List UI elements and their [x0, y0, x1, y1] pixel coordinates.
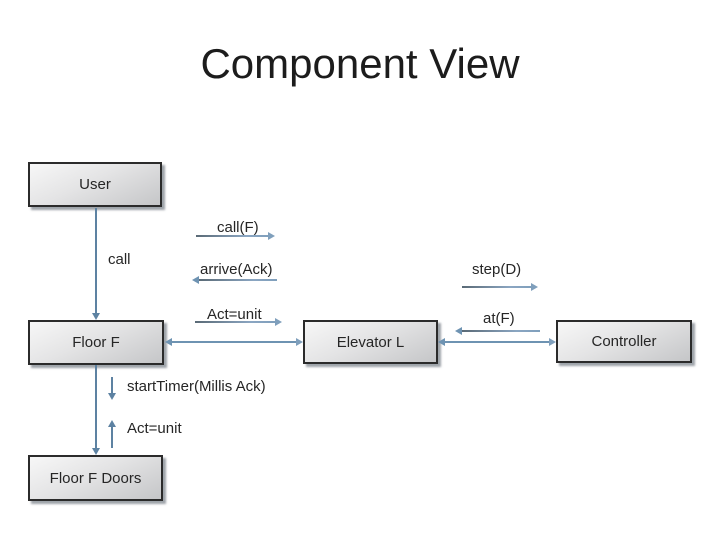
arrowhead-right-icon — [268, 232, 275, 240]
arrow-act-unit-lower-line — [111, 426, 113, 448]
connector-elevator-controller-line — [445, 341, 549, 343]
node-controller-label: Controller — [591, 333, 657, 350]
message-call: call — [108, 251, 131, 268]
arrowhead-right-icon — [531, 283, 538, 291]
arrowhead-left-icon — [438, 338, 445, 346]
message-act-unit-lower: Act=unit — [127, 420, 182, 437]
arrowhead-down-icon — [108, 393, 116, 400]
message-step-d: step(D) — [472, 261, 522, 278]
node-user-label: User — [79, 176, 111, 193]
arrowhead-up-icon — [108, 420, 116, 427]
message-at-f: at(F) — [483, 310, 515, 327]
node-elevator-l: Elevator L — [303, 320, 438, 364]
arrowhead-left-icon — [455, 327, 462, 335]
arrow-act-unit-line — [195, 321, 275, 323]
arrow-call-f-line — [196, 235, 268, 237]
arrow-arrive-ack-line — [199, 279, 277, 281]
connector-user-floorf-line — [95, 208, 97, 314]
arrow-at-f-line — [462, 330, 540, 332]
arrow-step-d-line — [462, 286, 531, 288]
arrow-start-timer-line — [111, 377, 113, 394]
message-start-timer: startTimer(Millis Ack) — [127, 378, 266, 395]
arrowhead-left-icon — [192, 276, 199, 284]
arrowhead-down-icon — [92, 448, 100, 455]
connector-floorf-doors-line — [95, 365, 97, 448]
node-floor-f-doors: Floor F Doors — [28, 455, 163, 501]
message-call-f: call(F) — [217, 219, 259, 236]
node-elevator-l-label: Elevator L — [336, 333, 405, 351]
node-user: User — [28, 162, 162, 207]
arrowhead-left-icon — [165, 338, 172, 346]
message-act-unit-upper: Act=unit — [207, 306, 262, 323]
slide-title: Component View — [200, 40, 520, 87]
arrowhead-right-icon — [549, 338, 556, 346]
node-controller: Controller — [556, 320, 692, 363]
connector-floorf-elevator-line — [172, 341, 296, 343]
arrowhead-down-icon — [92, 313, 100, 320]
message-arrive-ack: arrive(Ack) — [200, 261, 273, 278]
node-floor-f-doors-label: Floor F Doors — [49, 469, 142, 487]
arrowhead-right-icon — [296, 338, 303, 346]
node-floor-f-label: Floor F — [72, 334, 120, 351]
node-floor-f: Floor F — [28, 320, 164, 365]
arrowhead-right-icon — [275, 318, 282, 326]
